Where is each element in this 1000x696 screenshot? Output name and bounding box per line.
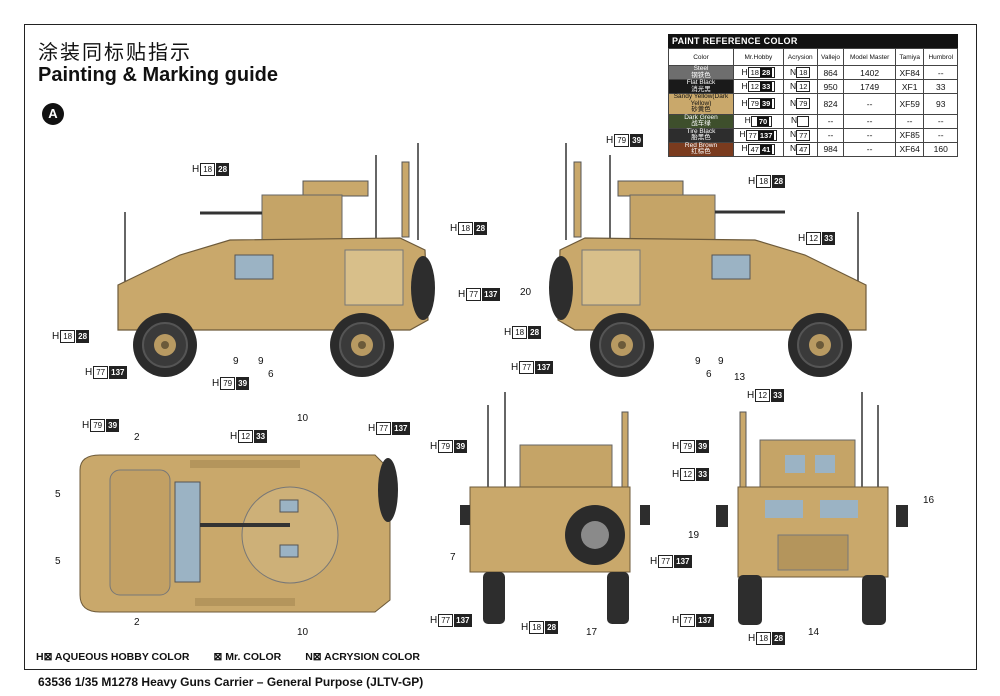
tamiya-cell: XF1 [894, 79, 925, 94]
color-name-cell: Sandy Yellow(Dark Yellow)砂黄色 [668, 93, 734, 115]
humbrol-cell: 33 [923, 79, 958, 94]
top-view [79, 454, 398, 613]
swatch-n: 79 [796, 98, 811, 110]
part-number: 9 [258, 356, 264, 367]
part-number: 7 [450, 552, 456, 563]
swatch-n [797, 115, 810, 127]
title-chinese: 涂装同标贴指示 [38, 40, 192, 64]
mr-hobby-cell: H 70 [733, 113, 784, 129]
swatch-n: 77 [796, 129, 811, 141]
humbrol-cell: 160 [923, 141, 958, 157]
part-number: 20 [520, 287, 532, 298]
part-number: 2 [134, 617, 140, 628]
part-number: 9 [233, 356, 239, 367]
part-number: 9 [718, 356, 724, 367]
part-number: 6 [268, 369, 274, 380]
part-number: 17 [586, 627, 598, 638]
model-master-cell: 1749 [843, 79, 896, 94]
part-number: 10 [297, 627, 309, 638]
legend-mr-color: ⊠ Mr. COLOR [213, 651, 282, 663]
swatch-n: 18 [796, 67, 811, 79]
part-number: 5 [55, 556, 61, 567]
part-number: 9 [695, 356, 701, 367]
paint-table-title: PAINT REFERENCE COLOR [668, 34, 958, 48]
paint-reference-table: PAINT REFERENCE COLOR Color Mr.Hobby Acr… [668, 34, 958, 157]
swatch-n: 12 [796, 81, 811, 93]
front-view [716, 392, 908, 625]
part-number: 14 [808, 627, 820, 638]
part-number: 2 [134, 432, 140, 443]
swatch-n: 47 [796, 143, 811, 155]
tamiya-cell: XF64 [894, 141, 925, 157]
vallejo-cell: 984 [816, 141, 845, 157]
part-number: 6 [706, 369, 712, 380]
part-number: 13 [734, 372, 746, 383]
section-badge: A [42, 103, 64, 125]
color-legend: H⊠ AQUEOUS HOBBY COLOR ⊠ Mr. COLOR N⊠ AC… [36, 651, 420, 663]
rear-view [460, 392, 650, 624]
part-number: 5 [55, 489, 61, 500]
page-frame [24, 24, 977, 670]
page-title: Painting & Marking guide [38, 64, 279, 86]
left-side-view [117, 143, 435, 378]
legend-acrysion: N⊠ ACRYSION COLOR [305, 651, 420, 663]
swatch-h: 70 [750, 115, 773, 127]
right-side-view [549, 143, 867, 378]
legend-aqueous: H⊠ AQUEOUS HOBBY COLOR [36, 651, 190, 663]
footer-title: 63536 1/35 M1278 Heavy Guns Carrier – Ge… [38, 675, 424, 689]
part-number: 10 [297, 413, 309, 424]
part-number: 16 [923, 495, 935, 506]
model-master-cell: -- [843, 141, 896, 157]
part-number: 19 [688, 530, 700, 541]
